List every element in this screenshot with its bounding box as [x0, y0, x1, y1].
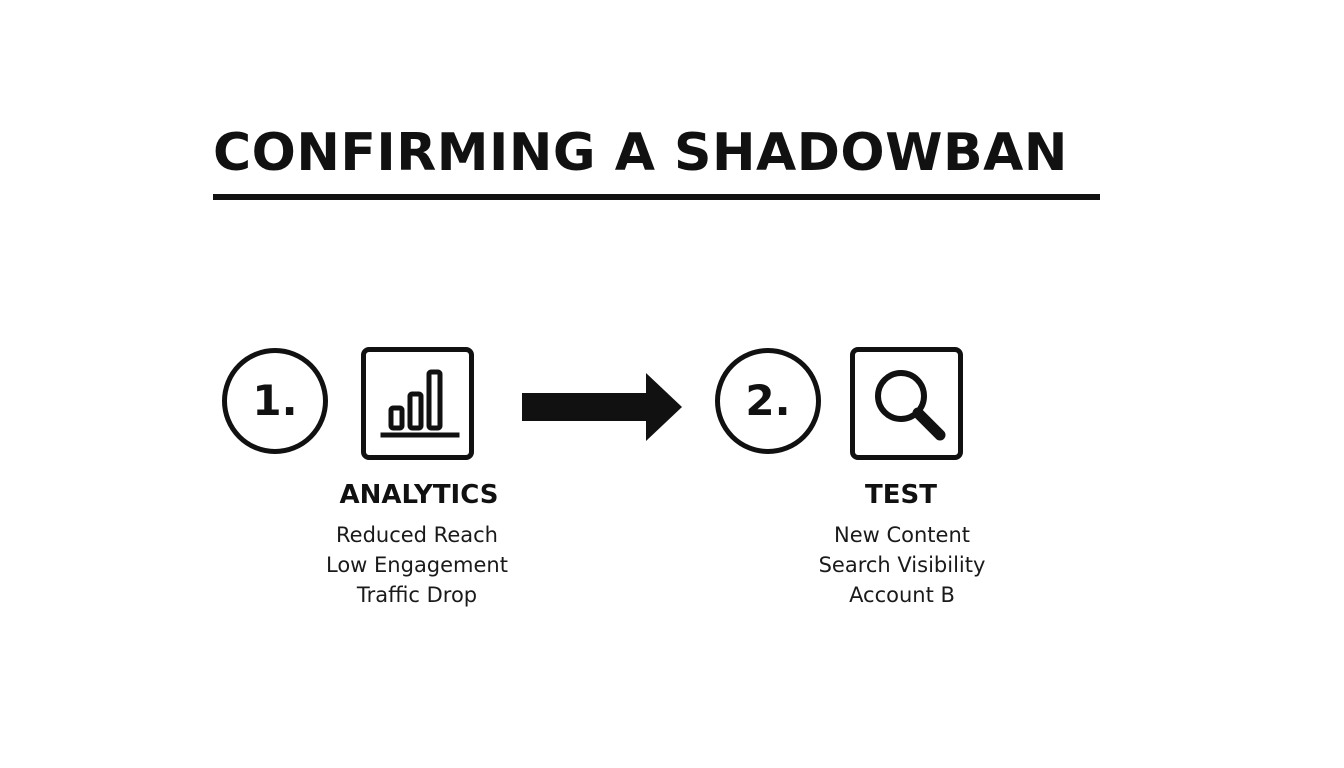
list-item: Low Engagement — [326, 553, 508, 577]
step-2-number: 2. — [745, 376, 791, 425]
step-1-icon-box — [361, 347, 474, 460]
step-2-items: New Content Search Visibility Account B — [752, 520, 1052, 610]
title-underline — [213, 194, 1100, 200]
step-1-label: ANALYTICS — [339, 480, 499, 510]
list-item: Search Visibility — [818, 553, 986, 577]
arrow-right-icon — [522, 373, 682, 441]
step-1-number: 1. — [252, 376, 298, 425]
step-2-icon-box — [850, 347, 963, 460]
magnifying-glass-icon — [875, 370, 946, 441]
step-1-items: Reduced Reach Low Engagement Traffic Dro… — [267, 520, 567, 610]
list-item: New Content — [834, 523, 970, 547]
list-item: Reduced Reach — [336, 523, 498, 547]
step-1-number-badge: 1. — [222, 348, 328, 454]
step-2-label: TEST — [865, 480, 937, 510]
bar-chart-icon — [380, 369, 460, 438]
list-item: Traffic Drop — [356, 583, 478, 607]
step-2-number-badge: 2. — [715, 348, 821, 454]
list-item: Account B — [849, 583, 955, 607]
diagram-title: CONFIRMING A SHADOWBAN — [213, 123, 1068, 183]
